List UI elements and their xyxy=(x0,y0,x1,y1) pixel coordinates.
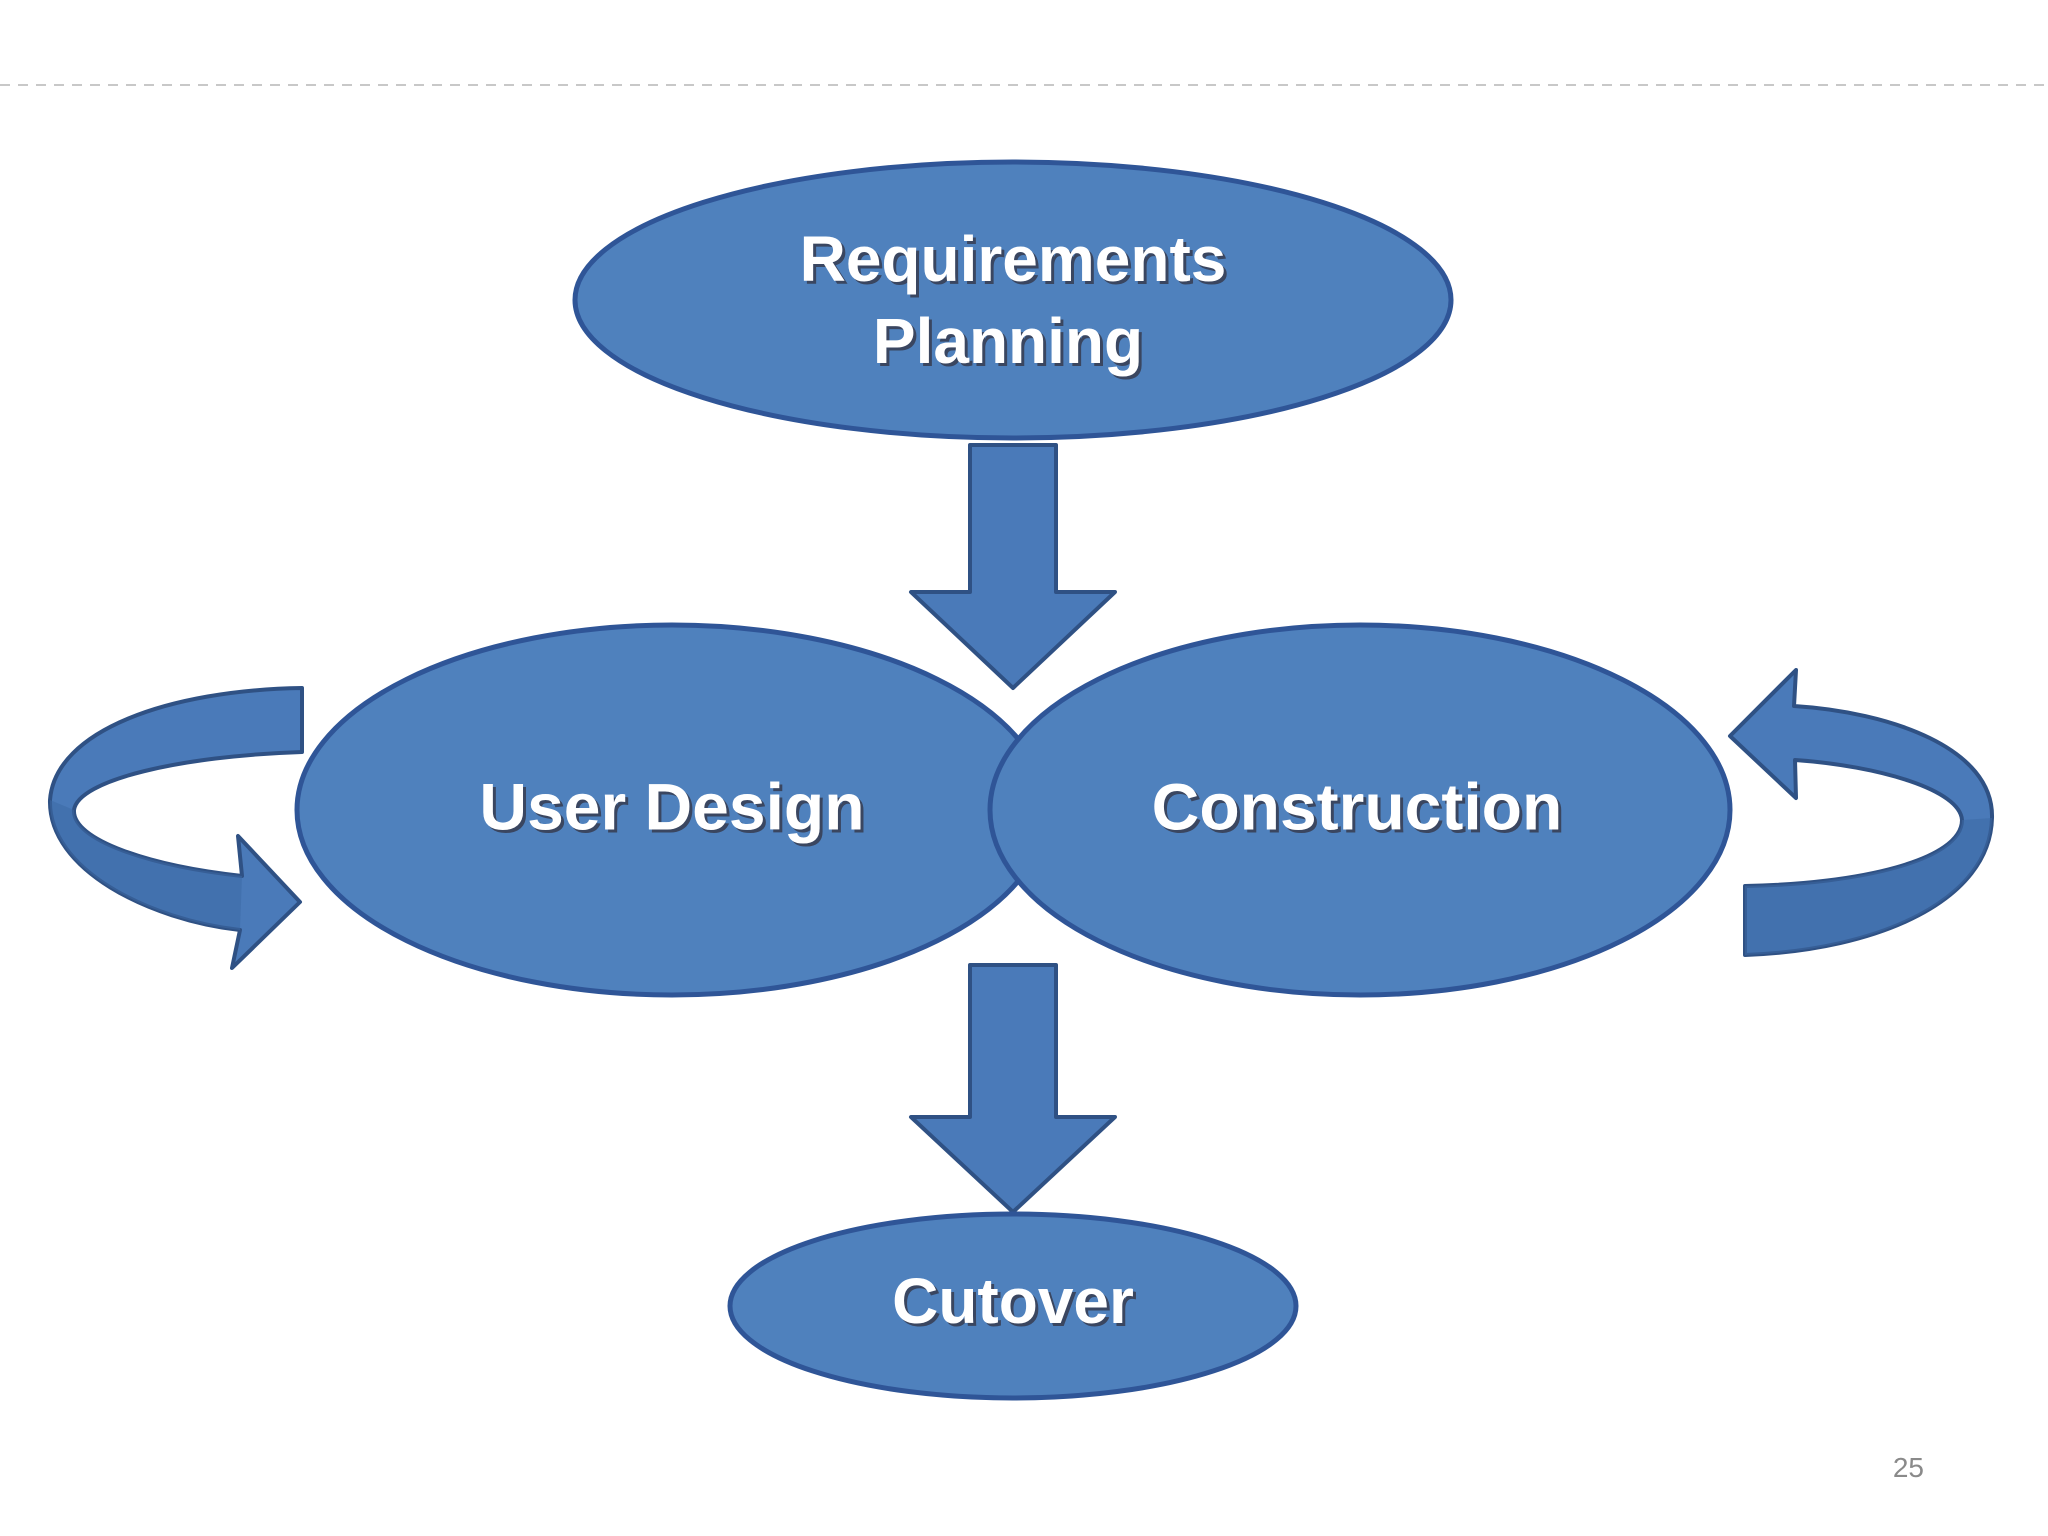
user-design-node: User Design User Design xyxy=(294,622,1050,998)
requirements-label-shadow-2: Planning xyxy=(876,308,1146,380)
user-design-loop-arrow xyxy=(47,686,304,970)
requirements-planning-node: Requirements Requirements Planning Plann… xyxy=(572,159,1454,441)
cutover-node: Cutover Cutover xyxy=(727,1211,1299,1401)
construction-label: Construction xyxy=(1152,769,1563,843)
requirements-label-line1: Requirements xyxy=(800,223,1227,295)
construction-loop-arrow xyxy=(1728,668,1995,957)
construction-node: Construction Construction xyxy=(987,622,1733,998)
requirements-label-line2: Planning xyxy=(873,305,1143,377)
requirements-label-shadow-1: Requirements xyxy=(803,226,1230,298)
down-arrow-to-design xyxy=(909,443,1117,690)
cutover-label: Cutover xyxy=(892,1265,1134,1337)
user-design-label-shadow: User Design xyxy=(482,772,867,846)
user-design-label: User Design xyxy=(479,769,864,843)
cutover-label-shadow: Cutover xyxy=(895,1268,1137,1340)
down-arrow-to-cutover xyxy=(909,963,1117,1214)
construction-label-shadow: Construction xyxy=(1155,772,1566,846)
slide-number: 25 xyxy=(1892,1452,1924,1483)
